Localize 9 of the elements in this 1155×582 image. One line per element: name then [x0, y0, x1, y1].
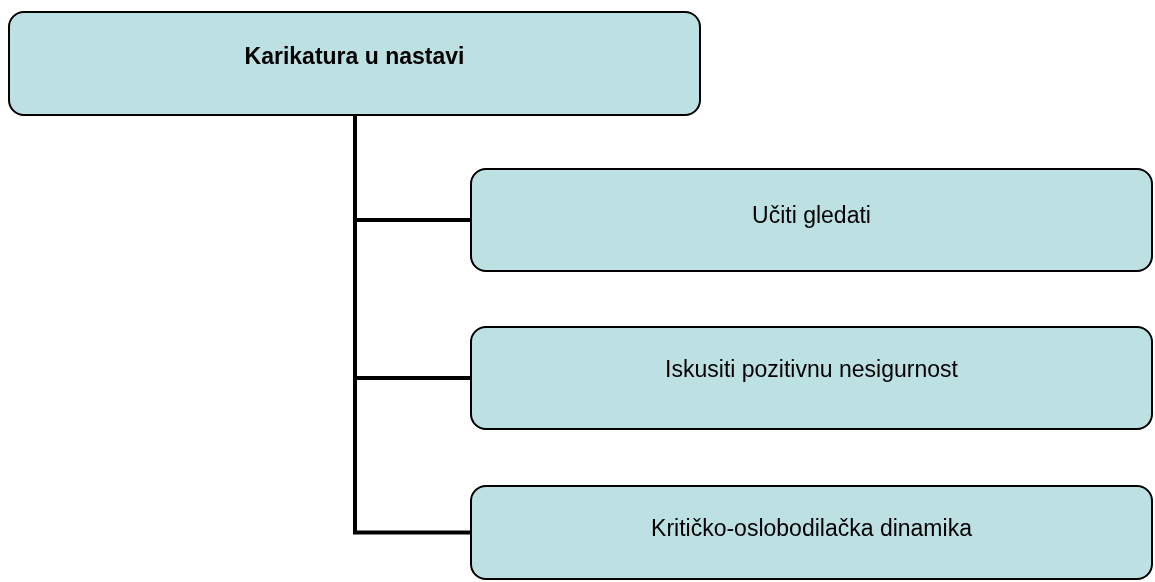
topic-box — [470, 485, 1153, 580]
topic-box — [8, 11, 701, 116]
connector-line — [353, 116, 470, 535]
topic-text: Iskusiti pozitivnu nesigurnost — [665, 356, 958, 383]
title-text: Karikatura u nastavi — [244, 43, 465, 70]
topic-box — [470, 168, 1153, 272]
topic-box — [470, 326, 1153, 430]
topic-text: Kritičko-oslobodilačka dinamika — [651, 515, 972, 542]
topic-text: Učiti gledati — [752, 202, 871, 229]
